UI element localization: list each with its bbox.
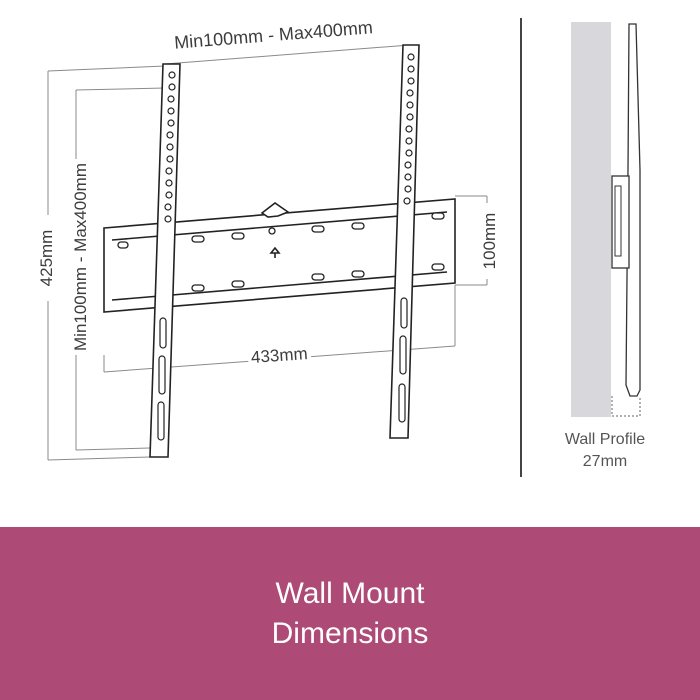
wall-profile-value: 27mm: [582, 453, 628, 470]
wall-profile-drawing: [571, 22, 641, 417]
right-vertical-arm: [389, 44, 420, 439]
wall: [571, 22, 611, 417]
overall-height-label: 425mm: [37, 215, 57, 301]
plate-height-label: 100mm: [480, 203, 500, 279]
wall-profile-label: Wall Profile: [564, 431, 646, 448]
banner-title-line2: Dimensions: [271, 616, 429, 650]
left-vertical-arm: [149, 63, 181, 458]
height-range-label: Min100mm - Max400mm: [71, 159, 91, 355]
banner-title-line1: Wall Mount: [275, 576, 425, 610]
title-banner: Wall Mount Dimensions: [0, 527, 700, 700]
wall-mount-diagram: [47, 18, 641, 477]
wall-plate: [103, 198, 456, 313]
